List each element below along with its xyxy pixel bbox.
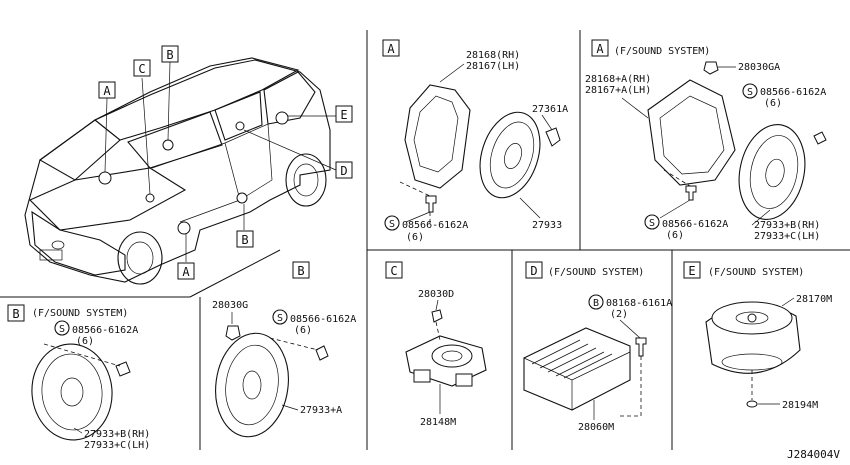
svg-text:27933+A: 27933+A	[300, 405, 342, 416]
svg-text:A: A	[596, 42, 604, 56]
svg-text:(6): (6)	[76, 336, 94, 347]
svg-text:27361A: 27361A	[532, 104, 568, 115]
svg-text:08566-6162A: 08566-6162A	[290, 314, 356, 325]
svg-text:C: C	[390, 264, 397, 278]
svg-text:(F/SOUND SYSTEM): (F/SOUND SYSTEM)	[614, 46, 710, 57]
svg-text:B: B	[12, 307, 19, 321]
svg-text:08566-6162A: 08566-6162A	[662, 219, 728, 230]
svg-text:28167+A(LH): 28167+A(LH)	[585, 85, 651, 96]
svg-text:C: C	[138, 62, 145, 76]
svg-text:27933+B(RH): 27933+B(RH)	[84, 429, 150, 440]
svg-text:27933+C(LH): 27933+C(LH)	[754, 231, 820, 242]
svg-text:28030D: 28030D	[418, 289, 454, 300]
svg-text:D: D	[530, 264, 537, 278]
svg-text:27933: 27933	[532, 220, 562, 231]
section-b-sound-system: B (F/SOUND SYSTEM) S 08566-6162A (6) 279…	[7, 304, 150, 451]
svg-text:E: E	[688, 264, 695, 278]
svg-text:28030GA: 28030GA	[738, 62, 780, 73]
callout-a-front: A	[98, 81, 116, 99]
svg-text:E: E	[340, 108, 347, 122]
svg-text:28194M: 28194M	[782, 400, 818, 411]
svg-text:08566-6162A: 08566-6162A	[72, 325, 138, 336]
svg-text:27933+C(LH): 27933+C(LH)	[84, 440, 150, 451]
svg-text:28168(RH): 28168(RH)	[466, 50, 520, 61]
callout-c: C	[133, 59, 151, 77]
svg-text:(F/SOUND SYSTEM): (F/SOUND SYSTEM)	[548, 267, 644, 278]
section-c-tweeter: C 28030D 28148M	[385, 261, 487, 428]
svg-text:S: S	[277, 313, 283, 324]
section-b-standard: B 28030G S 08566-6162A (6) 27933+A	[212, 261, 356, 438]
svg-text:(2): (2)	[610, 309, 628, 320]
vehicle-illustration	[24, 57, 337, 285]
svg-text:D: D	[340, 164, 347, 178]
section-a-front: A 28168(RH) 28167(LH) 27361A S 08566-616…	[382, 39, 568, 243]
svg-text:(6): (6)	[294, 325, 312, 336]
svg-text:(6): (6)	[666, 230, 684, 241]
svg-text:A: A	[103, 84, 111, 98]
svg-text:27933+B(RH): 27933+B(RH)	[754, 220, 820, 231]
diagram-id: J284004V	[787, 448, 840, 461]
svg-text:(F/SOUND SYSTEM): (F/SOUND SYSTEM)	[32, 308, 128, 319]
callout-b-top: B	[161, 45, 179, 63]
svg-text:S: S	[649, 218, 655, 229]
svg-text:B: B	[593, 298, 599, 309]
callout-b-bottom: B	[236, 230, 254, 248]
svg-text:S: S	[747, 87, 753, 98]
svg-text:08566-6162A: 08566-6162A	[760, 87, 826, 98]
svg-text:28167(LH): 28167(LH)	[466, 61, 520, 72]
section-dividers	[0, 30, 850, 450]
section-a-sound-system: A (F/SOUND SYSTEM) 28030GA 28168+A(RH) 2…	[585, 39, 827, 242]
svg-text:08566-6162A: 08566-6162A	[402, 220, 468, 231]
svg-text:28168+A(RH): 28168+A(RH)	[585, 74, 651, 85]
callout-e: E	[335, 105, 353, 123]
section-d-amplifier: D (F/SOUND SYSTEM) B 08168-6161A (2) 280…	[523, 261, 672, 433]
callout-d: D	[335, 161, 353, 179]
svg-text:28030G: 28030G	[212, 300, 248, 311]
svg-text:(6): (6)	[764, 98, 782, 109]
svg-text:B: B	[297, 264, 304, 278]
svg-text:28148M: 28148M	[420, 417, 456, 428]
callout-a-bottom: A	[177, 262, 195, 280]
svg-text:28060M: 28060M	[578, 422, 614, 433]
svg-text:A: A	[182, 265, 190, 279]
svg-text:A: A	[387, 42, 395, 56]
svg-text:B: B	[166, 48, 173, 62]
svg-text:08168-6161A: 08168-6161A	[606, 298, 672, 309]
svg-text:(F/SOUND SYSTEM): (F/SOUND SYSTEM)	[708, 267, 804, 278]
svg-text:B: B	[241, 233, 248, 247]
svg-text:S: S	[389, 219, 395, 230]
section-e-woofer: E (F/SOUND SYSTEM) 28170M 28194M	[683, 261, 832, 411]
svg-text:28170M: 28170M	[796, 294, 832, 305]
svg-text:(6): (6)	[406, 232, 424, 243]
svg-text:S: S	[59, 324, 65, 335]
